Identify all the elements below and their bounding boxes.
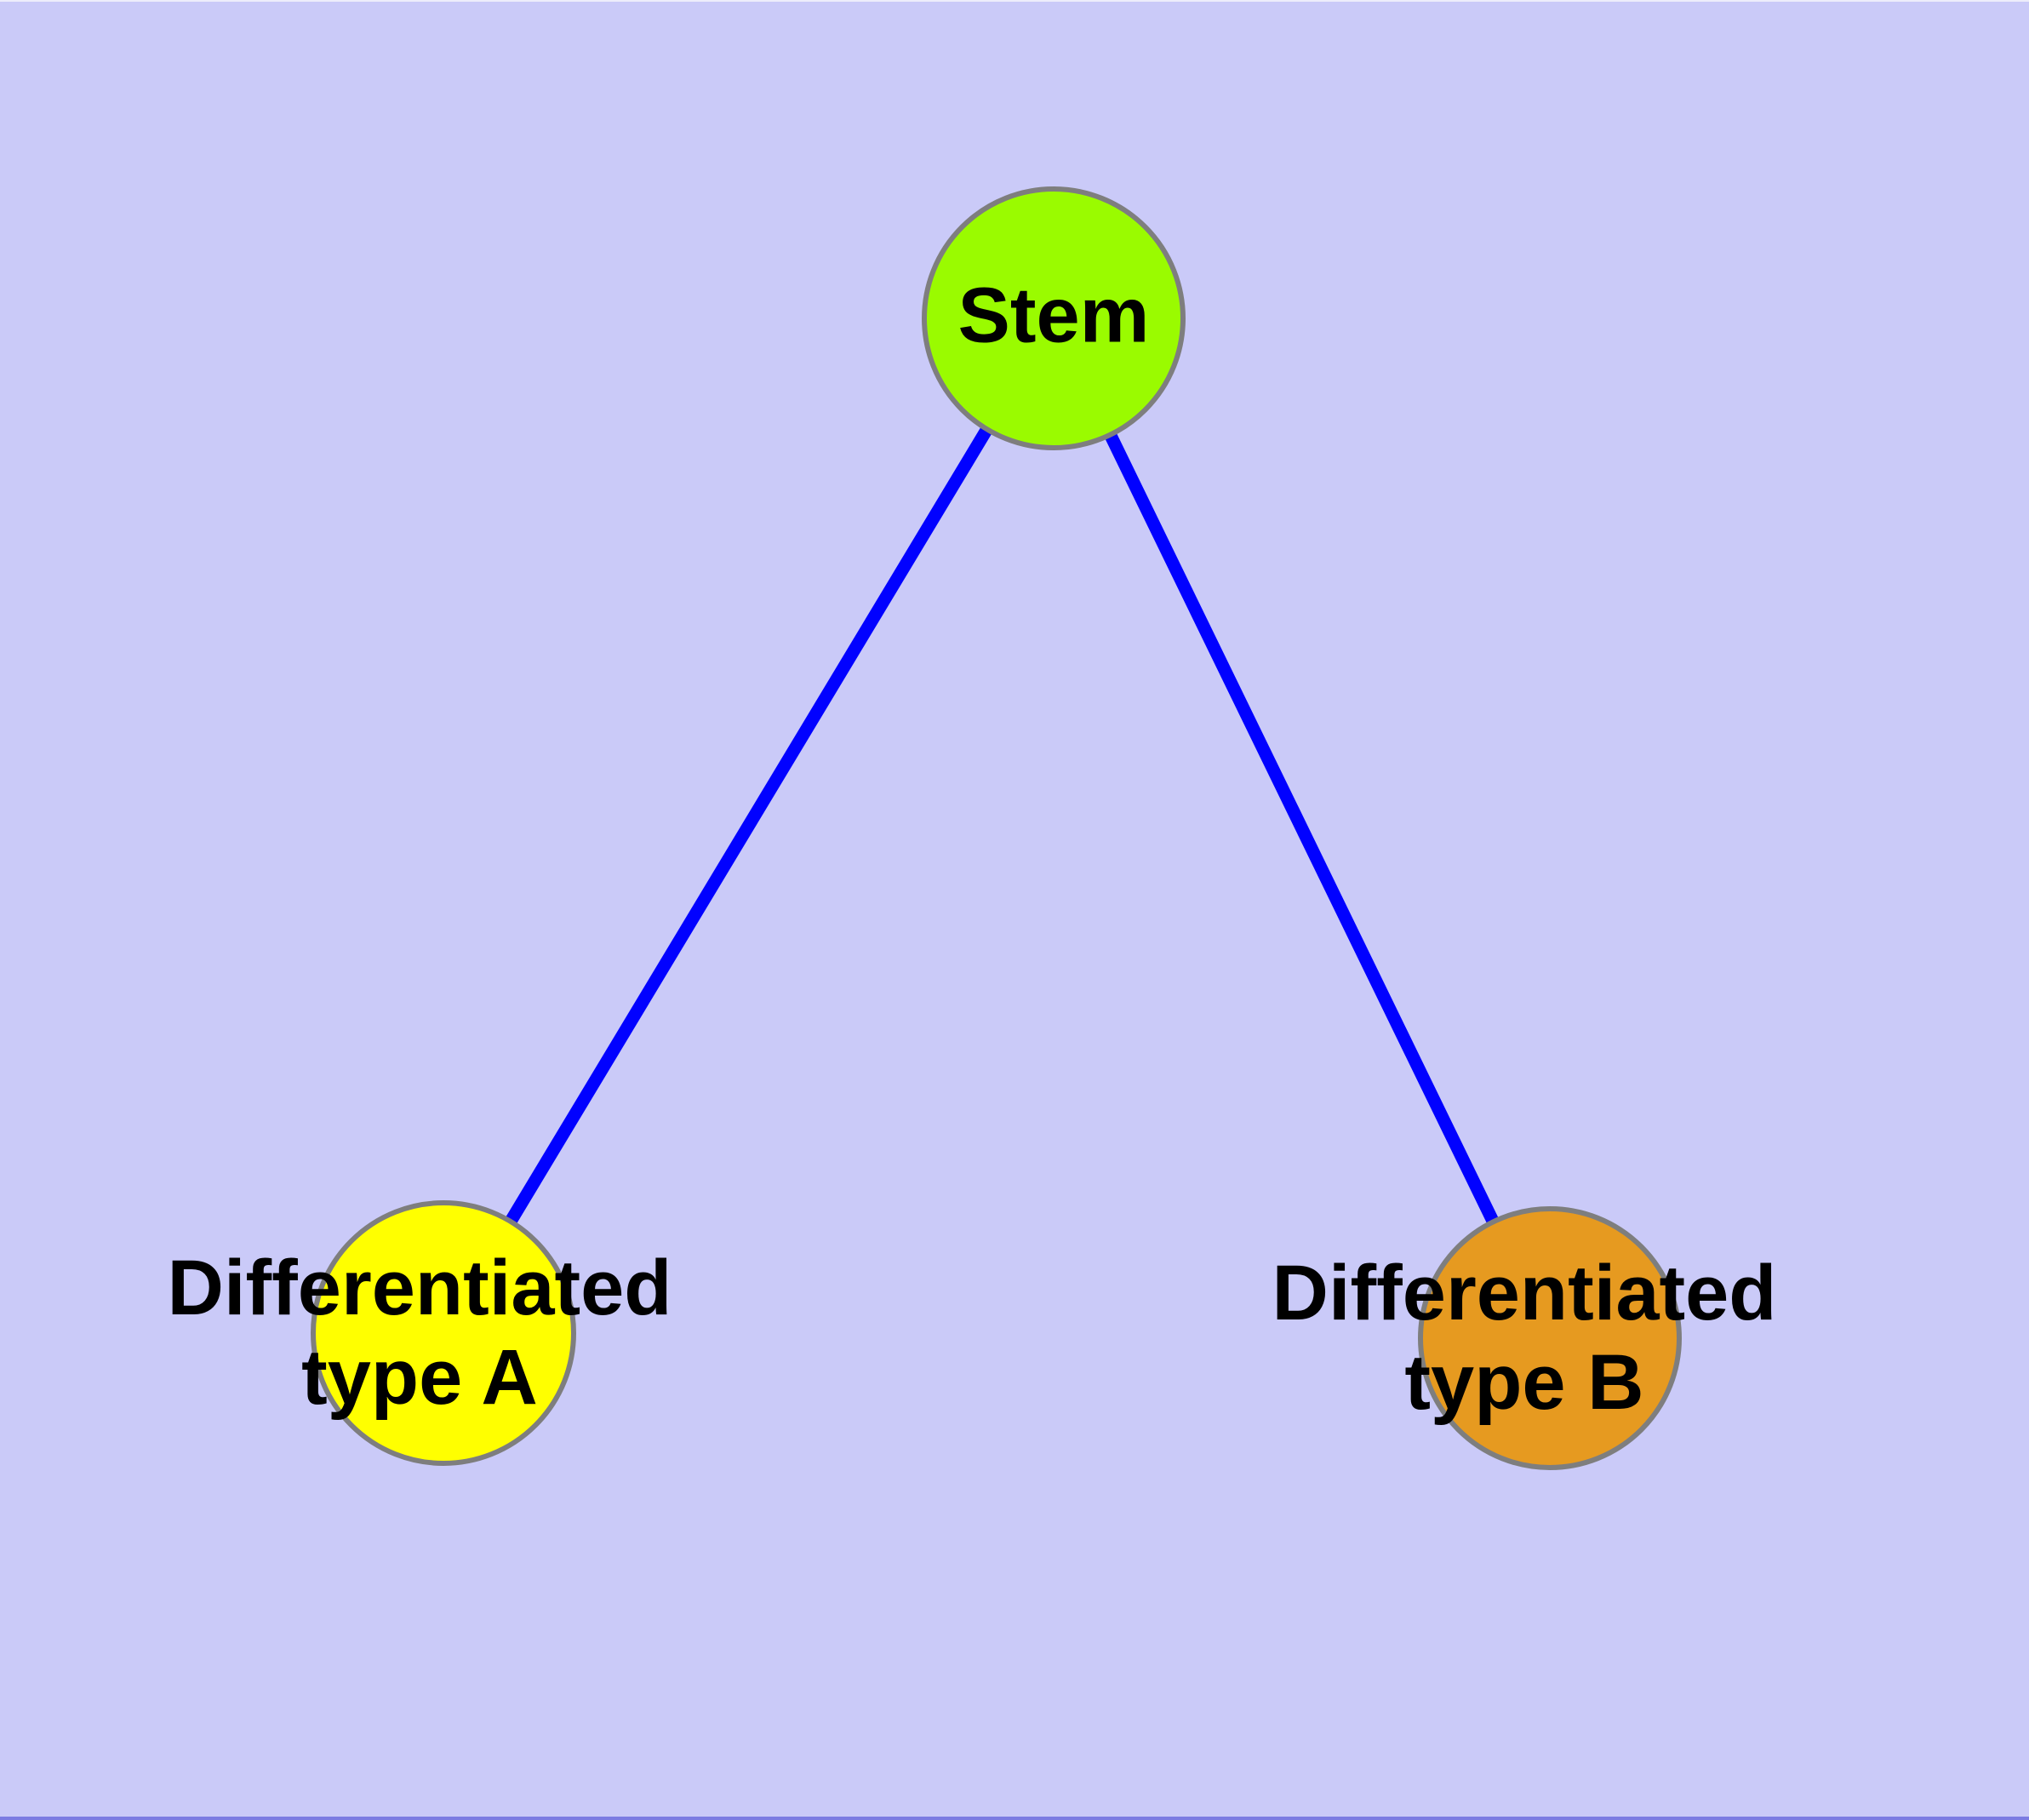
node-stem-circle xyxy=(922,186,1186,450)
node-type-b-label-line1: Differentiated xyxy=(1272,1250,1777,1336)
node-type-b-label-line2: type B xyxy=(1404,1339,1644,1426)
node-type-a-label-line1: Differentiated xyxy=(167,1245,672,1331)
node-type-b-label: Differentiated type B xyxy=(1272,1249,1777,1428)
node-type-a-label: Differentiated type A xyxy=(168,1244,672,1422)
node-stem-label: Stem xyxy=(957,272,1150,359)
window-top-edge-highlight xyxy=(0,0,2029,2)
node-type-b-circle xyxy=(1418,1206,1682,1470)
node-type-a-circle xyxy=(311,1200,576,1466)
edge-stem-to-type-a xyxy=(437,312,1060,1340)
node-type-a-label-line2: type A xyxy=(301,1334,538,1421)
edge-stem-to-type-b xyxy=(1047,312,1557,1345)
window-bottom-edge-shadow xyxy=(0,1817,2029,1820)
